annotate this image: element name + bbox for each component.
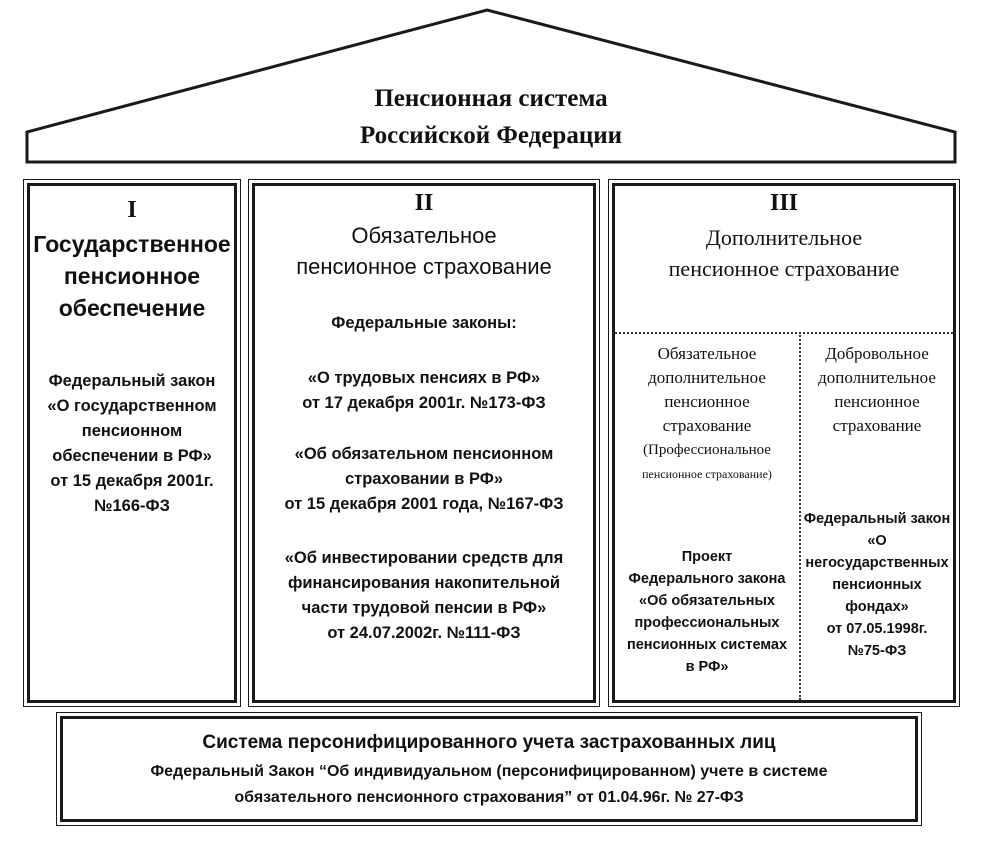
professional-pension-law-line: в РФ»: [685, 659, 729, 675]
mandatory-additional-title: Обязательное дополнительное пенсионное с…: [615, 342, 799, 486]
foundation-title: Система персонифицированного учета застр…: [202, 732, 776, 753]
column-1-law-line: №166-ФЗ: [94, 497, 170, 515]
professional-pension-law-line: Федерального закона: [628, 571, 786, 587]
column-2-law-investment: «Об инвестировании средств для финансиро…: [255, 546, 593, 646]
column-2-law-line: «Об обязательном пенсионном: [294, 445, 554, 463]
non-state-pension-funds-law-line: «О: [867, 533, 887, 549]
column-1-law-line: от 15 декабря 2001г.: [50, 472, 214, 490]
mandatory-additional-title-line: (Профессиональное: [643, 442, 771, 458]
voluntary-additional-title-line: дополнительное: [818, 368, 936, 387]
column-3-number: III: [769, 190, 799, 216]
mandatory-additional-title-line: пенсионное: [664, 392, 750, 411]
column-1-law-line: Федеральный закон: [48, 372, 216, 390]
column-3-title: Дополнительное пенсионное страхование: [615, 222, 953, 284]
foundation-law-line: Федеральный Закон “Об индивидуальном (пе…: [150, 763, 828, 780]
personified-accounting-foundation: Система персонифицированного учета застр…: [56, 712, 922, 826]
column-1-number: I: [127, 197, 137, 223]
non-state-pension-funds-law-line: №75-ФЗ: [847, 643, 907, 659]
professional-pension-law-line: Проект: [681, 549, 733, 565]
column-1-law: Федеральный закон «О государственном пен…: [30, 369, 234, 519]
column-2-law-mandatory-insurance: «Об обязательном пенсионном страховании …: [255, 442, 593, 517]
voluntary-additional-title: Добровольное дополнительное пенсионное с…: [801, 342, 953, 438]
column-1-title-line: обеспечение: [58, 295, 206, 321]
column-2-law-line: от 17 декабря 2001г. №173-ФЗ: [302, 394, 546, 412]
column-1-law-line: обеспечении в РФ»: [52, 447, 212, 465]
column-2-law-line: от 15 декабря 2001 года, №167-ФЗ: [284, 495, 564, 513]
non-state-pension-funds-law: Федеральный закон «О негосударственных п…: [801, 508, 953, 662]
column-2-law-labor-pensions: «О трудовых пенсиях в РФ» от 17 декабря …: [255, 366, 593, 416]
column-3-title-line: Дополнительное: [705, 225, 863, 250]
roof-shape: [25, 8, 957, 164]
column-2-title: Обязательное пенсионное страхование: [255, 220, 593, 282]
column-state-pension: I Государственное пенсионное обеспечение…: [23, 179, 241, 707]
column-1-law-line: пенсионном: [81, 422, 183, 440]
professional-pension-law-draft: Проект Федерального закона «Об обязатель…: [615, 546, 799, 678]
column-1-title-line: Государственное: [33, 231, 231, 257]
column-additional-insurance: III Дополнительное пенсионное страховани…: [608, 179, 960, 707]
system-title: Пенсионная система Российской Федерации: [0, 80, 982, 154]
column-1-title-line: пенсионное: [63, 263, 201, 289]
column-2-law-line: части трудовой пенсии в РФ»: [301, 599, 547, 617]
column-2-title-line: Обязательное: [351, 223, 497, 248]
column-1-law-line: «О государственном: [47, 397, 217, 415]
column-2-law-line: «О трудовых пенсиях в РФ»: [307, 369, 541, 387]
non-state-pension-funds-law-line: пенсионных: [832, 577, 922, 593]
column-3-title-line: пенсионное страхование: [668, 256, 900, 281]
column-2-law-line: страховании в РФ»: [344, 470, 504, 488]
column-mandatory-insurance: II Обязательное пенсионное страхование Ф…: [248, 179, 600, 707]
column-3-divider-horizontal: [615, 332, 953, 334]
system-title-line-1: Пенсионная система: [374, 85, 608, 112]
non-state-pension-funds-law-line: от 07.05.1998г.: [826, 621, 928, 637]
mandatory-additional-title-line: дополнительное: [648, 368, 766, 387]
column-2-law-line: «Об инвестировании средств для: [284, 549, 564, 567]
non-state-pension-funds-law-line: негосударственных: [805, 555, 949, 571]
column-3-divider-vertical: [799, 332, 801, 700]
column-2-title-line: пенсионное страхование: [296, 254, 552, 279]
mandatory-additional-title-line: страхование: [662, 416, 752, 435]
foundation-law-line: обязательного пенсионного страхования” о…: [234, 789, 744, 806]
mandatory-additional-title-line: пенсионное страхование): [642, 467, 772, 481]
column-2-law-line: от 24.07.2002г. №111-ФЗ: [327, 624, 521, 642]
voluntary-additional-title-line: страхование: [832, 416, 922, 435]
professional-pension-law-line: профессиональных: [634, 615, 780, 631]
professional-pension-law-line: пенсионных системах: [626, 637, 788, 653]
non-state-pension-funds-law-line: фондах»: [845, 599, 909, 615]
voluntary-additional-title-line: пенсионное: [834, 392, 920, 411]
mandatory-additional-title-line: Обязательное: [657, 344, 757, 363]
column-2-number: II: [414, 190, 434, 216]
non-state-pension-funds-law-line: Федеральный закон: [803, 511, 951, 527]
system-title-line-2: Российской Федерации: [359, 122, 623, 149]
column-1-title: Государственное пенсионное обеспечение: [30, 228, 234, 324]
voluntary-additional-title-line: Добровольное: [825, 344, 929, 363]
professional-pension-law-line: «Об обязательных: [639, 593, 775, 609]
column-2-law-line: финансирования накопительной: [287, 574, 561, 592]
column-2-subheading: Федеральные законы:: [331, 314, 517, 332]
